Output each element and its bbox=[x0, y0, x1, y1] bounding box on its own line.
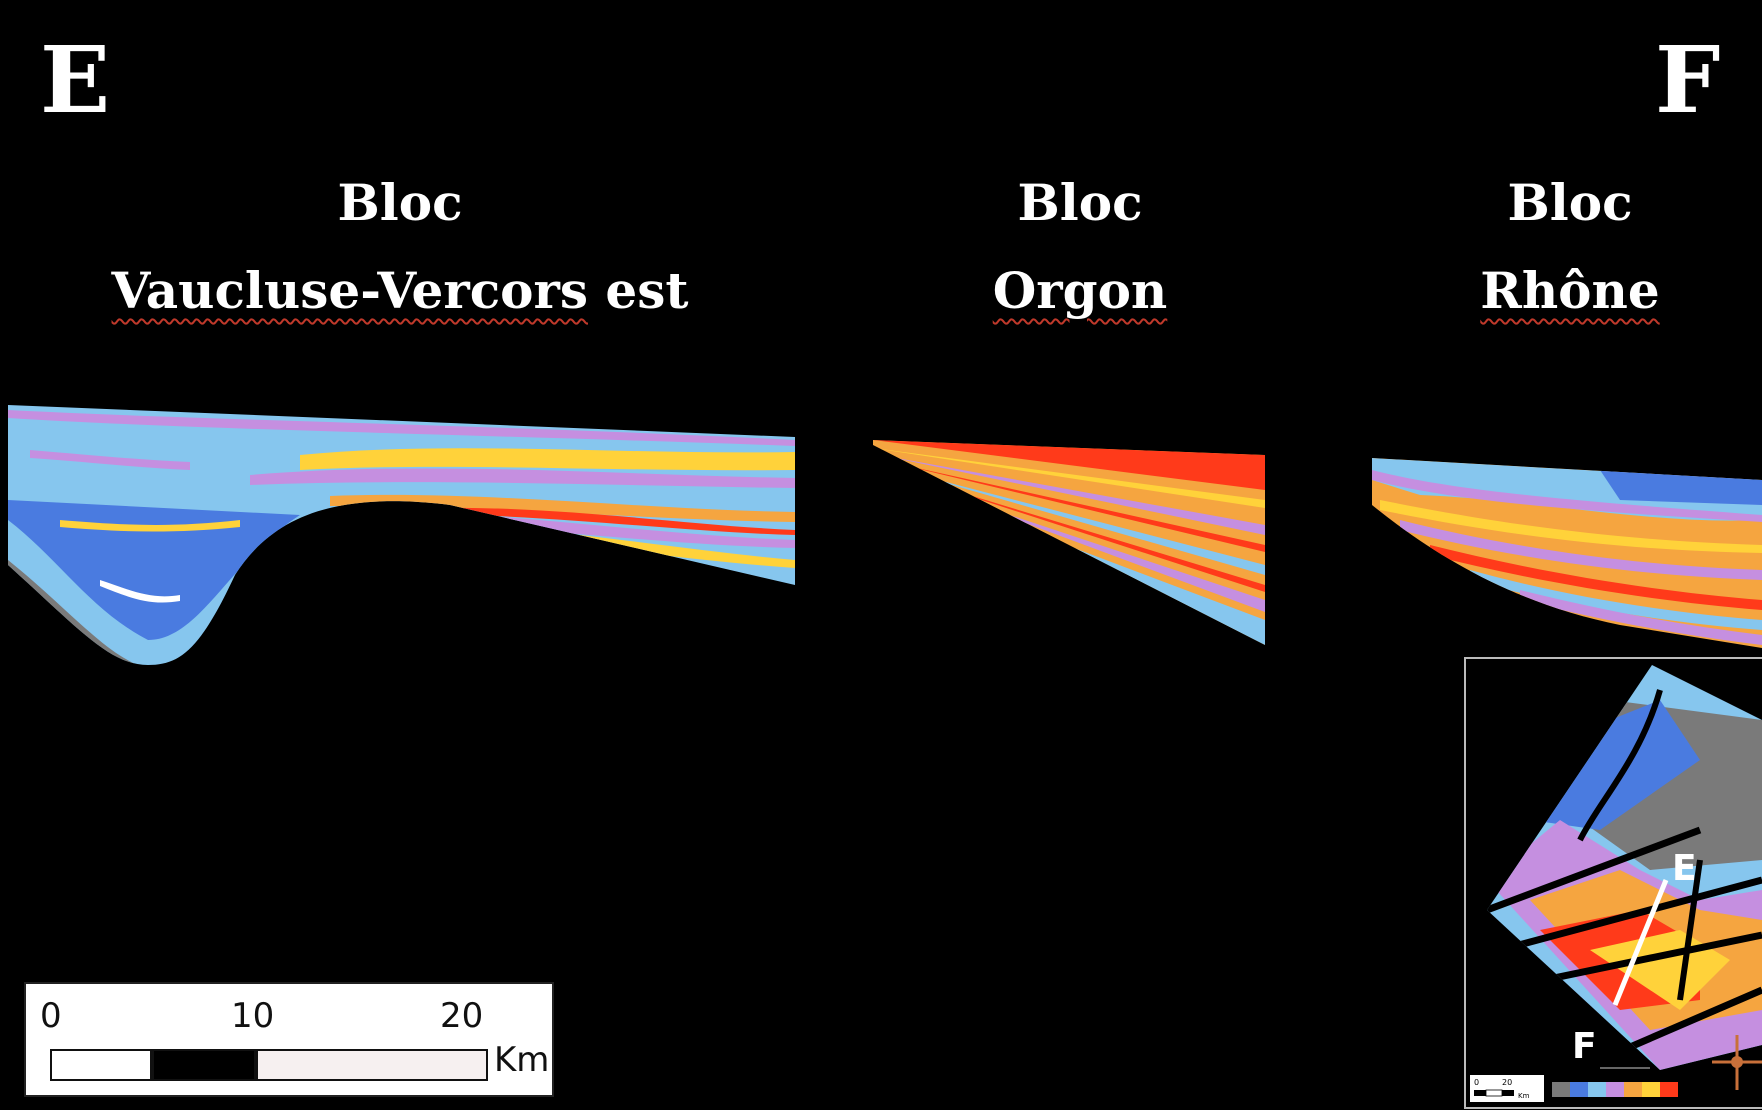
svg-text:Km: Km bbox=[1518, 1092, 1530, 1100]
inset-label-f: F bbox=[1572, 1026, 1597, 1067]
scale-unit: Km bbox=[494, 1040, 550, 1080]
block-title-name: Vaucluse-Vercors bbox=[111, 261, 588, 320]
block-title-name: Rhône bbox=[1480, 261, 1660, 320]
inset-mini-scalebar: 0 20 Km bbox=[1470, 1075, 1544, 1102]
section-trace-line bbox=[1612, 879, 1669, 1006]
block-title-rhone: Bloc Rhône bbox=[1420, 178, 1720, 316]
section-end-label-f: F bbox=[1655, 26, 1721, 134]
inset-label-e: E bbox=[1672, 848, 1697, 889]
block-title-line1: Bloc bbox=[337, 173, 463, 232]
north-arrow-icon bbox=[1712, 1035, 1762, 1090]
block-title-name-suffix: est bbox=[588, 261, 689, 320]
scale-tick-0: 0 bbox=[40, 996, 62, 1036]
section-end-label-e: E bbox=[40, 26, 111, 134]
inset-facies-legend bbox=[1552, 1067, 1678, 1097]
block-title-vaucluse-vercors: Bloc Vaucluse-Vercors est bbox=[100, 178, 700, 316]
scale-tick-20: 20 bbox=[440, 996, 484, 1036]
block-title-name: Orgon bbox=[992, 261, 1168, 320]
svg-text:0: 0 bbox=[1474, 1078, 1479, 1087]
block-title-line1: Bloc bbox=[1507, 173, 1633, 232]
scale-segment-3 bbox=[256, 1049, 488, 1081]
scale-bar: 0 10 20 Km bbox=[24, 982, 554, 1097]
inset-map: E F 0 20 Km bbox=[1464, 657, 1762, 1109]
block-title-orgon: Bloc Orgon bbox=[930, 178, 1230, 316]
scale-tick-10: 10 bbox=[231, 996, 275, 1036]
scale-segment-1 bbox=[50, 1049, 152, 1081]
block-title-line1: Bloc bbox=[1017, 173, 1143, 232]
scale-segment-2 bbox=[152, 1049, 256, 1081]
svg-text:20: 20 bbox=[1502, 1078, 1512, 1087]
